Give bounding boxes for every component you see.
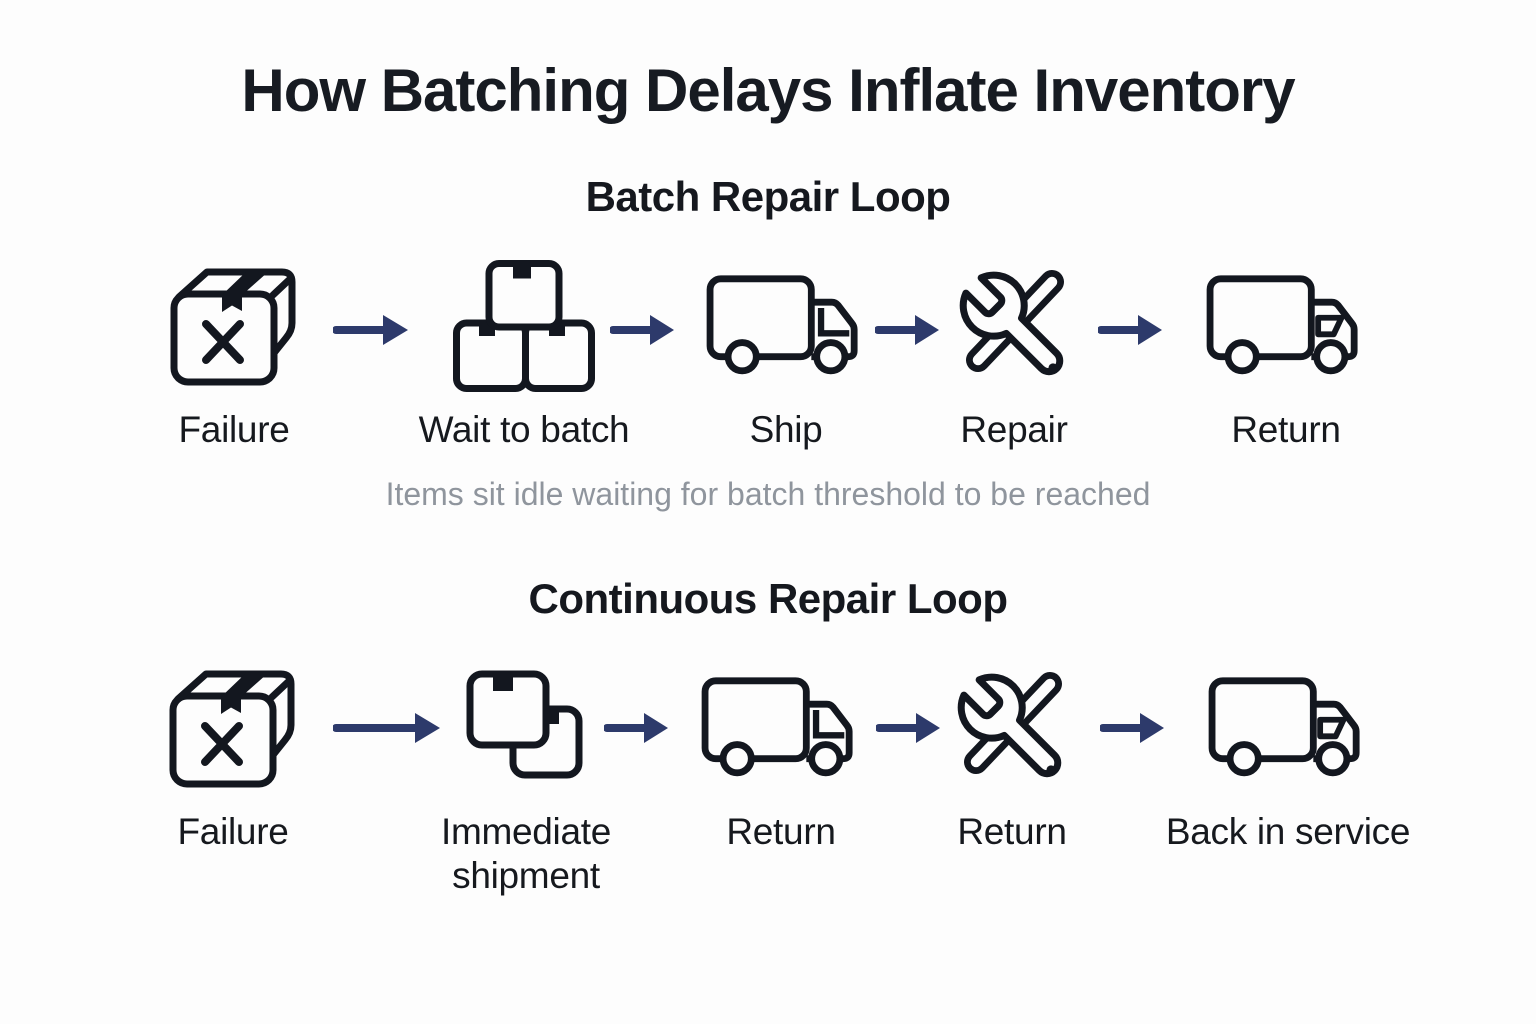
wrench-screwdriver-icon (872, 654, 1152, 802)
step-immediate-shipment: Immediate shipment (386, 654, 666, 899)
section-heading-continuous-repair-loop: Continuous Repair Loop (528, 575, 1008, 622)
truck-icon (646, 252, 926, 400)
flow-arrow-icon (875, 315, 939, 345)
step-failure-2: Failure (93, 654, 373, 854)
step-label: Repair (960, 409, 1068, 450)
step-label: Return (726, 811, 836, 852)
step-label: Wait to batch (418, 409, 630, 450)
step-back-in-service: Back in service (1148, 654, 1428, 854)
wrench-screwdriver-icon (874, 252, 1154, 400)
truck-icon (641, 654, 921, 802)
step-return-truck: Return (641, 654, 921, 854)
step-return-repair: Return (872, 654, 1152, 854)
step-label: Failure (177, 811, 289, 852)
page-title: How Batching Delays Inflate Inventory (241, 57, 1295, 124)
flow-arrow-icon (876, 713, 940, 743)
truck-icon (1148, 654, 1428, 802)
truck-icon (1146, 252, 1426, 400)
damaged-package-icon (93, 654, 373, 802)
flow-arrow-icon (610, 315, 674, 345)
step-ship: Ship (646, 252, 926, 452)
step-label: Back in service (1165, 811, 1411, 852)
flow-arrow-icon (604, 713, 668, 743)
flow-arrow-icon (333, 713, 440, 743)
flow-arrow-icon (333, 315, 408, 345)
section-heading-batch-repair-loop: Batch Repair Loop (585, 173, 951, 220)
step-label: Return (1231, 409, 1341, 450)
damaged-package-icon (94, 252, 374, 400)
step-failure-1: Failure (94, 252, 374, 452)
flow-arrow-icon (1100, 713, 1164, 743)
step-label: Failure (178, 409, 290, 450)
step-wait-to-batch: Wait to batch (384, 252, 664, 452)
step-return-1: Return (1146, 252, 1426, 452)
batch-loop-caption: Items sit idle waiting for batch thresho… (385, 476, 1151, 512)
step-label: Immediate shipment (440, 811, 612, 897)
step-label: Ship (749, 409, 823, 450)
step-repair: Repair (874, 252, 1154, 452)
two-boxes-icon (386, 654, 666, 802)
step-label: Return (957, 811, 1067, 852)
stacked-boxes-icon (384, 252, 664, 400)
flow-arrow-icon (1098, 315, 1162, 345)
